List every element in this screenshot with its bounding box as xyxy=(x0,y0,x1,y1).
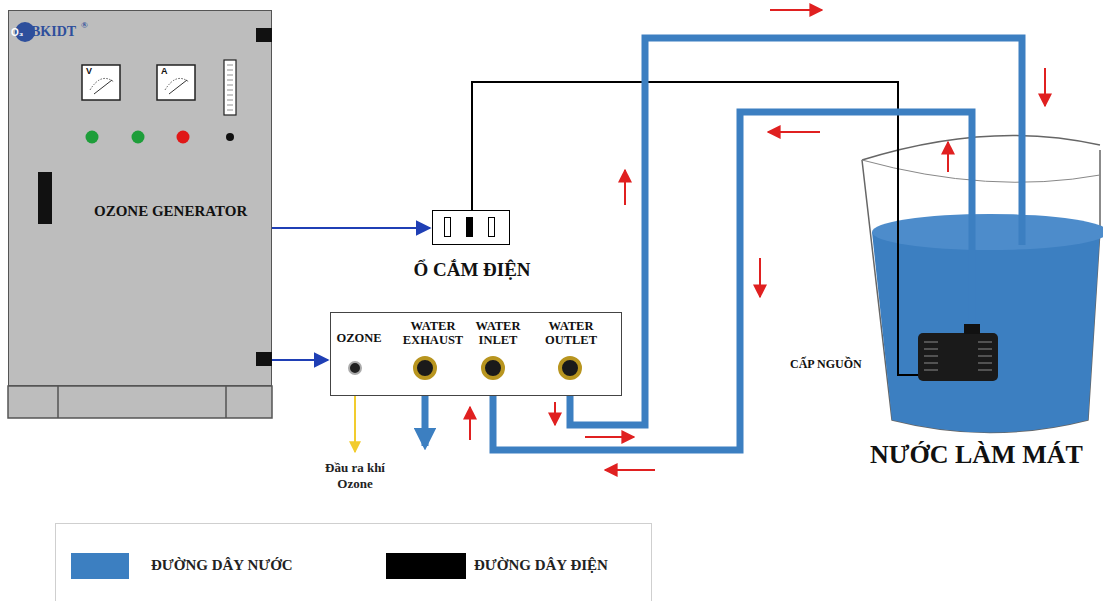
socket-slot xyxy=(444,217,451,237)
node-text: WATER OUTLET xyxy=(539,319,603,348)
node-text: Ổ CẮM ĐIỆN xyxy=(413,259,530,281)
legend-swatch xyxy=(71,553,129,579)
socket-slot xyxy=(488,217,495,237)
cooling-bucket: NƯỚC LÀM MÁT xyxy=(862,135,1100,425)
label: CẤP NGUỒN xyxy=(790,357,862,372)
node-text: NƯỚC LÀM MÁT xyxy=(870,440,1083,470)
power-socket: Ổ CẮM ĐIỆN xyxy=(432,210,510,245)
label: ® xyxy=(81,20,88,30)
node-text: OZONE xyxy=(334,331,384,345)
legend-text: ĐƯỜNG DÂY ĐIỆN xyxy=(474,557,608,574)
legend-box: ĐƯỜNG DÂY NƯỚC ĐƯỜNG DÂY ĐIỆN xyxy=(55,523,652,601)
cabinet-panel xyxy=(8,10,272,386)
port-panel: OZONE WATER EXHAUSTWATER INLET WATER OUTLE… xyxy=(330,312,622,396)
legend-text: ĐƯỜNG DÂY NƯỚC xyxy=(151,557,293,574)
connector-arrow xyxy=(272,227,430,229)
connector-arrow xyxy=(272,359,328,361)
node-text: WATER EXHAUST xyxy=(401,319,465,348)
label: BKIDT xyxy=(31,24,76,40)
label: A xyxy=(161,66,168,76)
label: Đầu ra khí Ozone xyxy=(320,460,390,491)
socket-slot xyxy=(466,217,473,237)
label: O₃ xyxy=(11,27,23,38)
legend-swatch xyxy=(386,553,466,579)
label: V xyxy=(86,66,92,76)
generator-cabinet: OZONE GENERATOR xyxy=(8,10,272,386)
node-text: OZONE GENERATOR xyxy=(94,203,247,220)
node-text: WATER INLET xyxy=(470,319,526,348)
